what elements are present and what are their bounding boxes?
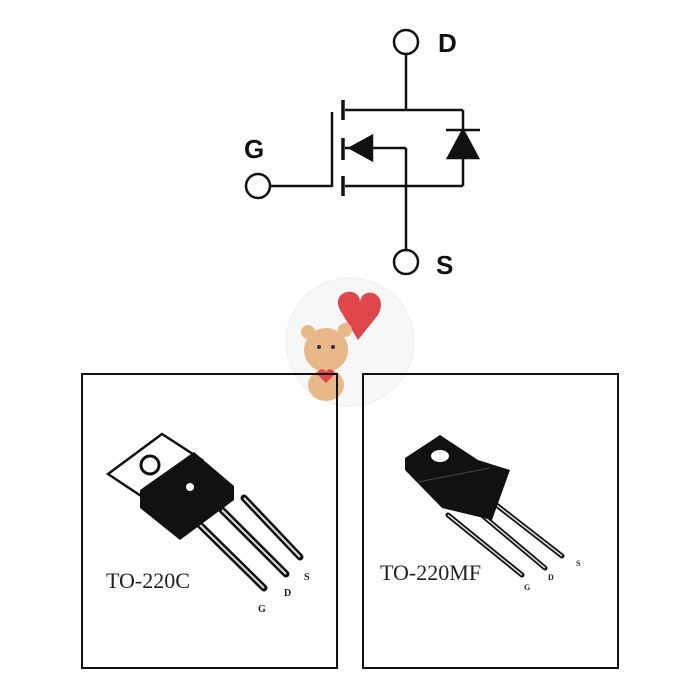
pin-label-d: D: [548, 573, 554, 582]
body-arrow-icon: [347, 133, 374, 163]
drain-terminal: [392, 28, 420, 56]
pin-label-g: G: [524, 583, 530, 592]
bear-sticker: [285, 277, 415, 407]
to220c-transistor: [105, 432, 304, 592]
pin-label-g: G: [258, 604, 266, 615]
package-box-to220mf: [362, 373, 619, 669]
gate-label: G: [244, 134, 264, 164]
diode-icon: [445, 127, 481, 160]
to220mf-transistor: [405, 435, 565, 578]
package-name-to220mf: TO-220MF: [380, 560, 481, 585]
source-terminal: [392, 248, 420, 276]
drain-label: D: [438, 28, 457, 58]
source-label: S: [436, 250, 453, 280]
package-name-to220c: TO-220C: [106, 568, 190, 593]
pin-label-s: S: [576, 559, 581, 568]
pin-label-d: D: [284, 588, 291, 599]
pin-label-s: S: [304, 572, 310, 583]
gate-terminal: [244, 172, 272, 200]
mosfet-symbol: [244, 28, 481, 276]
package-box-to220c: [81, 373, 338, 669]
